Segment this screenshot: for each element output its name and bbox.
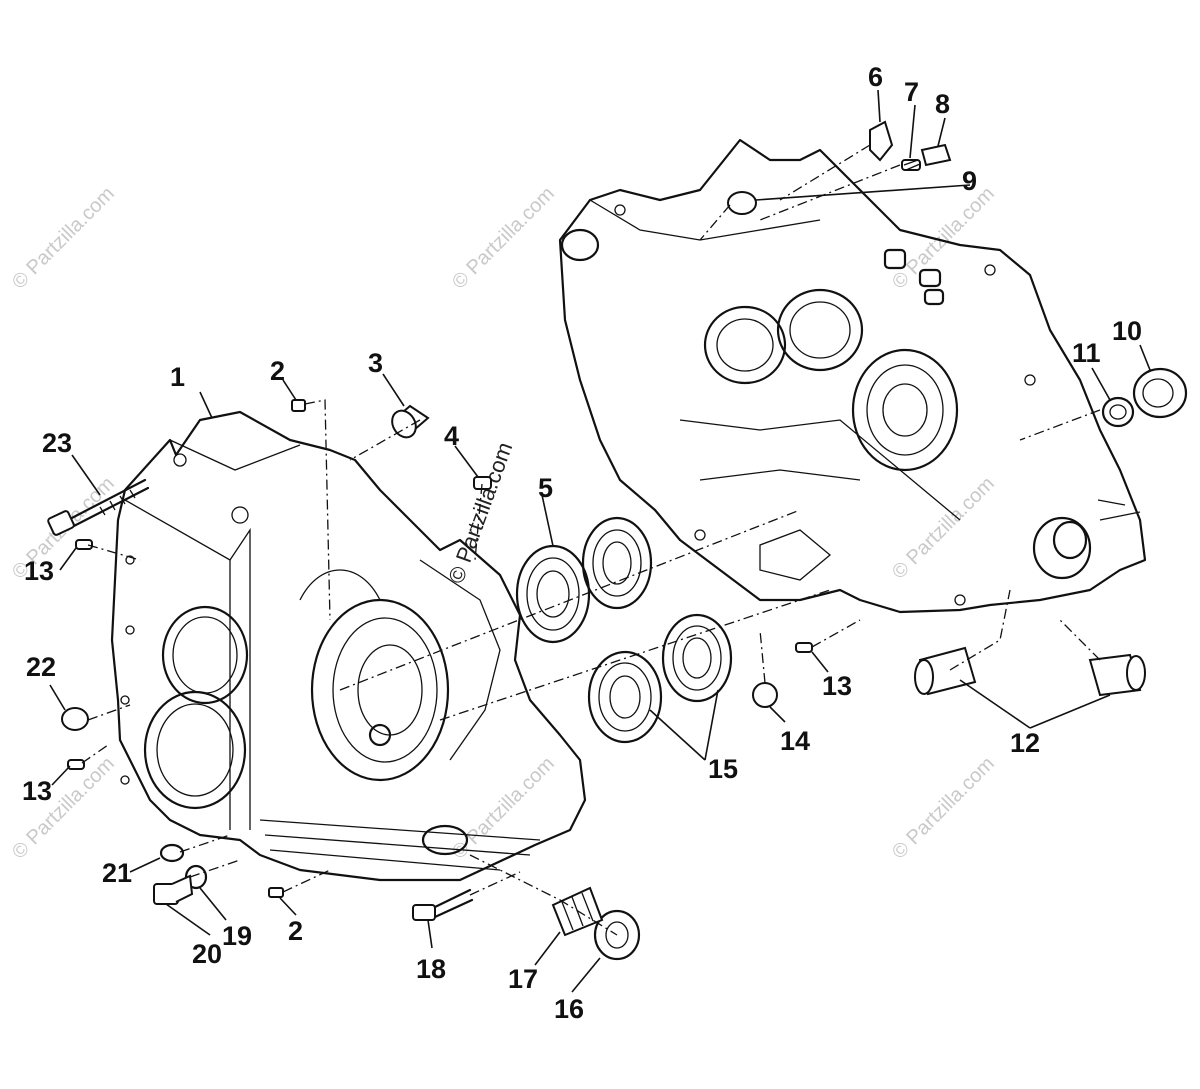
part-16-oil-seal bbox=[593, 909, 641, 961]
part-12-sleeve bbox=[1088, 653, 1146, 697]
callout-13: 13 bbox=[822, 671, 852, 701]
callout-6: 6 bbox=[868, 62, 883, 92]
right-crankcase-half bbox=[558, 138, 1147, 614]
part-15-bearing bbox=[661, 613, 733, 703]
small-parts bbox=[47, 120, 1188, 961]
callout-11: 11 bbox=[1072, 338, 1101, 368]
part-2-pin bbox=[268, 887, 284, 898]
callout-13: 13 bbox=[24, 556, 54, 586]
part-5-bearing bbox=[581, 516, 653, 610]
callout-3: 3 bbox=[368, 348, 383, 378]
callout-13: 13 bbox=[22, 776, 52, 806]
part-23-long-bolt bbox=[47, 478, 150, 536]
part-14-ball bbox=[752, 682, 778, 708]
part-2-pin bbox=[291, 399, 306, 412]
callout-23: 23 bbox=[42, 428, 72, 458]
callout-19: 19 bbox=[222, 921, 252, 951]
watermark-text-center: © Partzilla.com bbox=[443, 439, 517, 587]
callout-5: 5 bbox=[538, 473, 553, 503]
callout-1: 1 bbox=[170, 362, 185, 392]
part-8-pin bbox=[920, 143, 952, 167]
left-crankcase-half bbox=[110, 410, 587, 882]
callout-20: 20 bbox=[192, 939, 222, 969]
callout-12: 12 bbox=[1010, 728, 1040, 758]
callout-8: 8 bbox=[935, 89, 950, 119]
part-21-washer bbox=[159, 843, 185, 863]
part-10-oil-seal bbox=[1132, 367, 1188, 419]
assembly-center-lines bbox=[81, 144, 1101, 936]
part-6-plate bbox=[869, 120, 894, 162]
watermark-text: © Partzilla.com bbox=[888, 473, 999, 584]
part-4-pin bbox=[473, 476, 492, 490]
watermark-text: © Partzilla.com bbox=[8, 183, 119, 294]
part-9-bushing bbox=[727, 191, 757, 215]
callout-17: 17 bbox=[508, 964, 538, 994]
watermark-text: © Partzilla.com bbox=[8, 753, 119, 864]
callout-labels: 1 2 2 3 4 5 6 7 8 9 10 11 12 13 13 13 14… bbox=[22, 62, 1142, 1024]
part-15-bearing bbox=[587, 650, 663, 744]
callout-18: 18 bbox=[416, 954, 446, 984]
part-13-dowel-pin bbox=[67, 759, 85, 770]
part-22-bushing bbox=[61, 707, 89, 731]
callout-2: 2 bbox=[270, 356, 285, 386]
part-18-bolt bbox=[412, 888, 474, 921]
leader-lines bbox=[49, 89, 1151, 993]
part-13-dowel-pin bbox=[75, 539, 93, 550]
callout-2: 2 bbox=[288, 916, 303, 946]
callout-14: 14 bbox=[780, 726, 810, 756]
watermark-text: © Partzilla.com bbox=[888, 753, 999, 864]
part-13-dowel-pin bbox=[795, 642, 813, 653]
part-12-sleeve bbox=[914, 646, 977, 696]
callout-15: 15 bbox=[708, 754, 738, 784]
watermark-text: © Partzilla.com bbox=[448, 183, 559, 294]
part-3-dowel-sleeve bbox=[391, 404, 430, 439]
part-5-bearing bbox=[515, 544, 591, 644]
callout-9: 9 bbox=[962, 166, 977, 196]
callout-7: 7 bbox=[904, 77, 919, 107]
callout-4: 4 bbox=[444, 421, 459, 451]
part-7-screw bbox=[901, 159, 921, 171]
callout-21: 21 bbox=[102, 858, 132, 888]
part-20-drain-bolt bbox=[153, 874, 194, 905]
callout-10: 10 bbox=[1112, 316, 1142, 346]
watermark-layer: © Partzilla.com © Partzilla.com © Partzi… bbox=[8, 183, 999, 864]
callout-22: 22 bbox=[26, 652, 56, 682]
callout-16: 16 bbox=[554, 994, 584, 1024]
part-11-oil-seal bbox=[1101, 396, 1135, 428]
watermark-text: © Partzilla.com bbox=[888, 183, 999, 294]
